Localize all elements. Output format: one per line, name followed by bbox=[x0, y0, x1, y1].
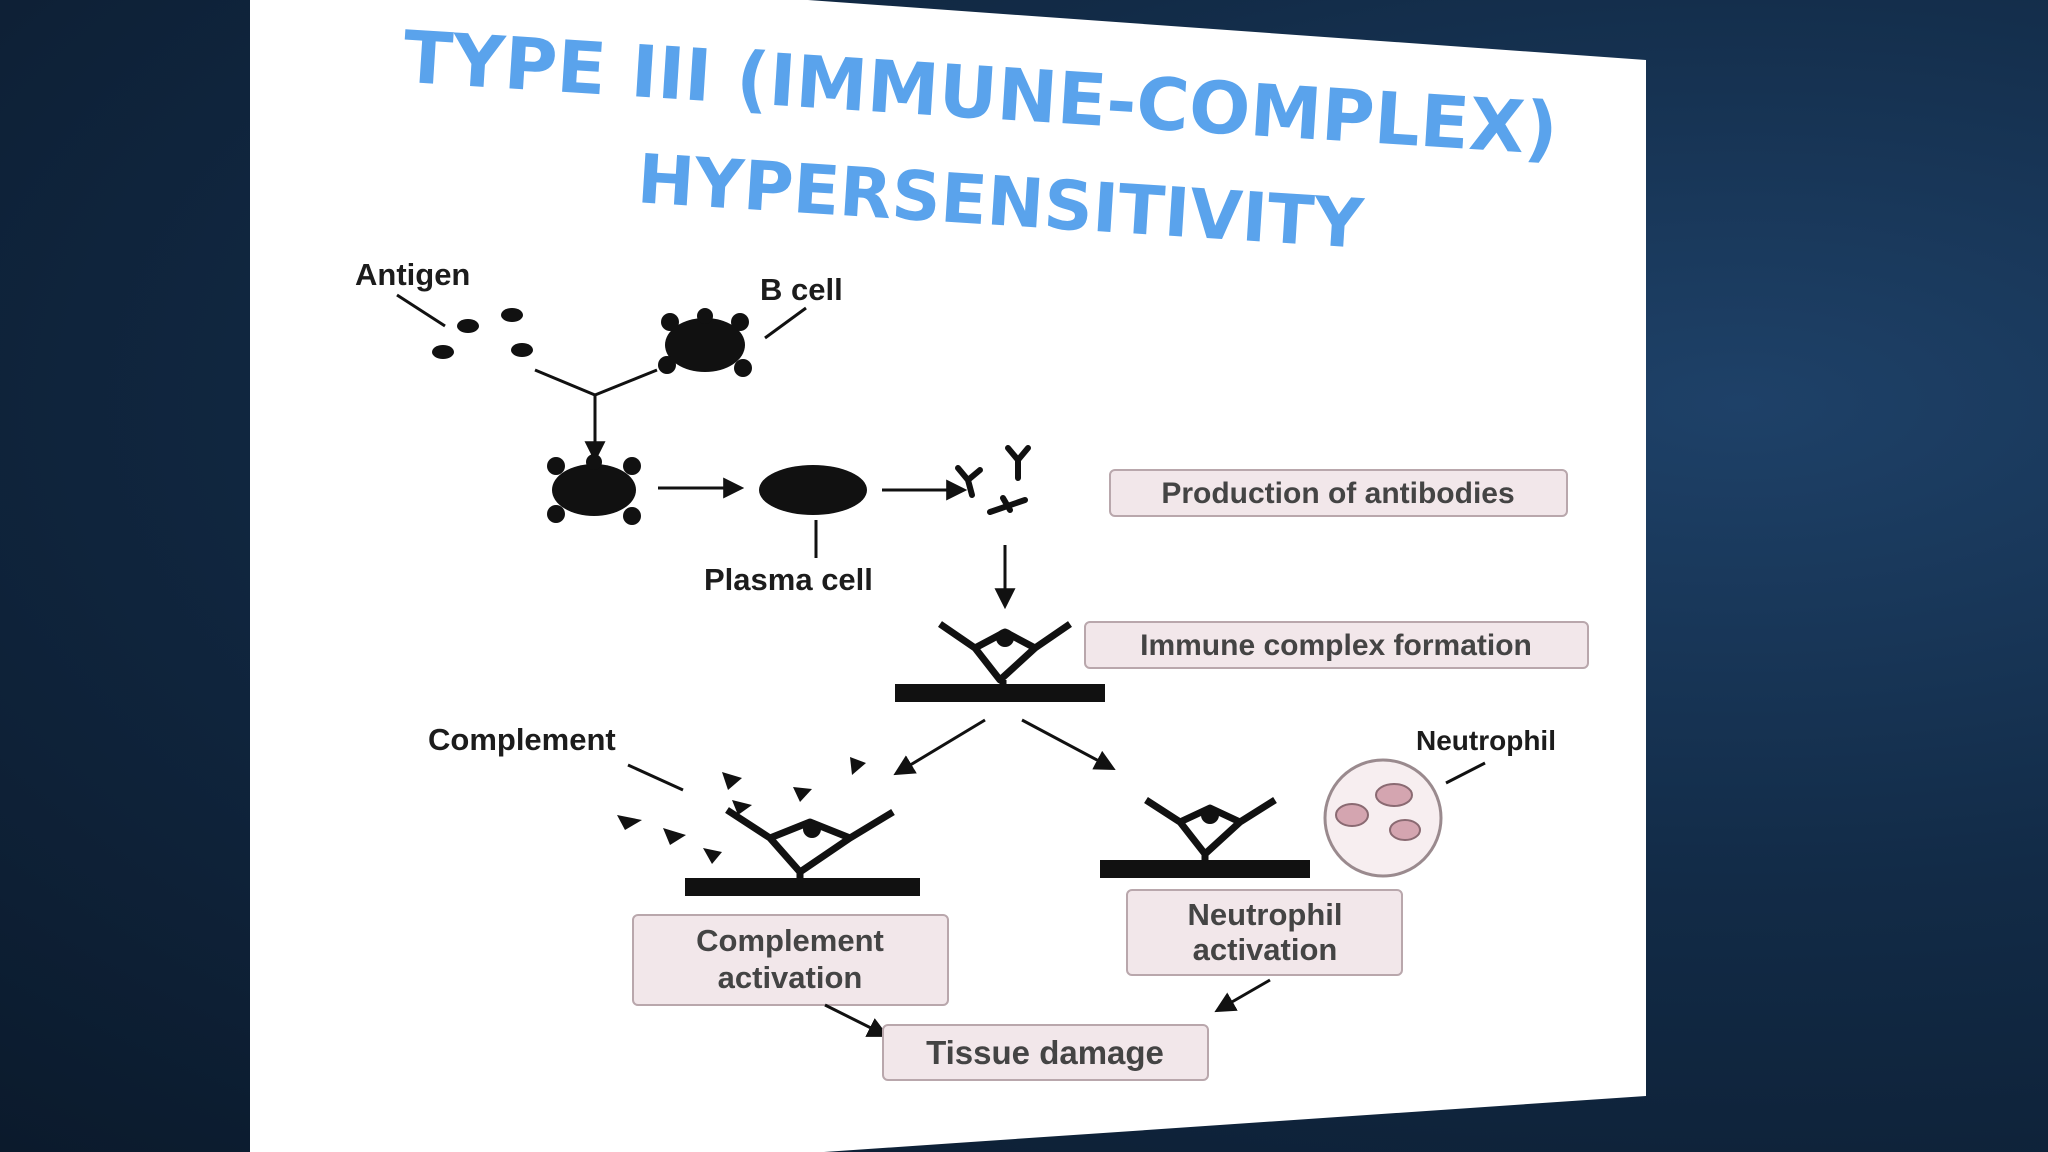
b-cell-label: B cell bbox=[760, 272, 843, 307]
plasma-cell-label: Plasma cell bbox=[704, 562, 873, 597]
immune-complex-diagram: Antigen B cell bbox=[355, 257, 1589, 1081]
complement-proteins bbox=[617, 757, 866, 864]
neutrophil-activation-label-1: Neutrophil bbox=[1188, 897, 1343, 932]
complement-label: Complement bbox=[428, 722, 616, 757]
tissue-damage-label: Tissue damage bbox=[926, 1034, 1164, 1071]
immune-complex-formation-label: Immune complex formation bbox=[1140, 629, 1532, 662]
immune-complex-icon bbox=[895, 621, 1105, 702]
neutrophil-activation-step: Neutrophil activation bbox=[1126, 889, 1403, 976]
antibodies-icon bbox=[955, 445, 1031, 515]
neutrophil-immune-complex-icon bbox=[1100, 797, 1310, 878]
immune-complex-formation-step: Immune complex formation bbox=[1084, 621, 1589, 669]
antigen-label: Antigen bbox=[355, 257, 470, 292]
production-of-antibodies-step: Production of antibodies bbox=[1109, 469, 1568, 517]
b-cell-icon bbox=[658, 308, 752, 377]
plasma-cell-icon bbox=[759, 465, 867, 515]
activated-b-cell-icon bbox=[547, 454, 641, 525]
neutrophil-icon bbox=[1323, 758, 1443, 878]
complement-activation-step: Complement activation bbox=[632, 914, 949, 1006]
complement-activation-label-2: activation bbox=[718, 960, 863, 995]
tissue-damage-step: Tissue damage bbox=[882, 1024, 1209, 1081]
production-of-antibodies-label: Production of antibodies bbox=[1161, 477, 1514, 510]
complement-immune-complex-icon bbox=[685, 807, 920, 896]
antigen-particles bbox=[432, 308, 533, 359]
complement-activation-label-1: Complement bbox=[696, 923, 884, 958]
neutrophil-activation-label-2: activation bbox=[1193, 932, 1338, 967]
neutrophil-label: Neutrophil bbox=[1416, 725, 1556, 756]
